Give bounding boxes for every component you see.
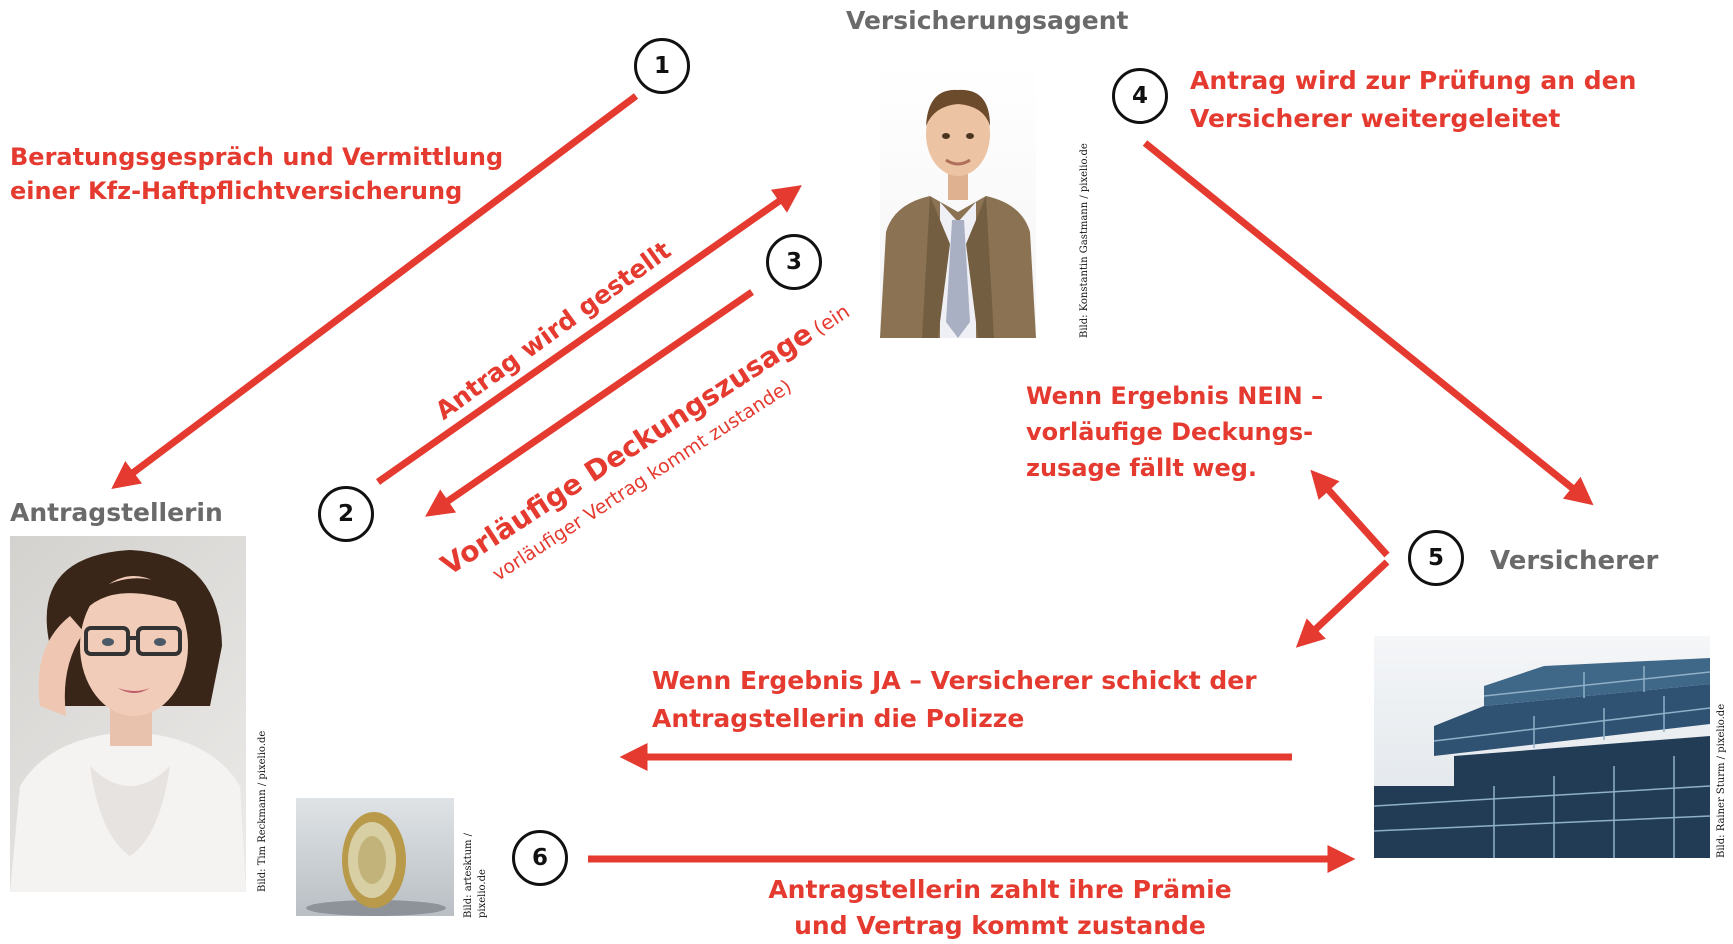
no-line2: vorläufige Deckungs- (1026, 418, 1314, 446)
arrow-yes (1295, 559, 1390, 648)
role-applicant-label: Antragstellerin (10, 498, 223, 527)
step6-text: Antragstellerin zahlt ihre Prämie und Ve… (700, 872, 1300, 944)
step1-line2: einer Kfz-Haftpflichtversicherung (10, 177, 463, 205)
no-line3: zusage fällt weg. (1026, 454, 1258, 482)
step1-line1: Beratungsgespräch und Vermittlung (10, 143, 504, 171)
step6-line2: und Vertrag kommt zustande (794, 911, 1206, 940)
agent-photo-credit: Bild: Konstantin Gastmann / pixelio.de (1079, 143, 1090, 338)
arrow-step1 (111, 93, 639, 490)
coin-photo (296, 798, 454, 916)
step4-text: Antrag wird zur Prüfung an den Versicher… (1190, 62, 1636, 138)
result-no-text: Wenn Ergebnis NEIN – vorläufige Deckungs… (1026, 378, 1323, 486)
arrow-step4 (1142, 140, 1594, 506)
coin-photo-credit-1: Bild: artesktum / (463, 832, 474, 918)
role-insurer-label: Versicherer (1490, 546, 1659, 576)
step-1-badge: 1 (634, 38, 690, 94)
insurer-photo (1374, 636, 1710, 858)
step-4-badge: 4 (1112, 68, 1168, 124)
insurer-photo-credit: Bild: Rainer Sturm / pixelio.de (1716, 703, 1727, 858)
step6-line1: Antragstellerin zahlt ihre Prämie (768, 875, 1232, 904)
applicant-photo-credit: Bild: Tim Reckmann / pixelio.de (257, 730, 268, 892)
yes-line1: Wenn Ergebnis JA – Versicherer schickt d… (652, 666, 1257, 695)
arrow-step3 (425, 289, 754, 517)
step-2-badge: 2 (318, 486, 374, 542)
arrow-no (1310, 469, 1390, 558)
agent-photo (880, 62, 1036, 338)
step-6-badge: 6 (512, 830, 568, 886)
applicant-photo (10, 536, 246, 892)
no-line1: Wenn Ergebnis NEIN – (1026, 382, 1324, 410)
step4-line1: Antrag wird zur Prüfung an den (1190, 66, 1637, 95)
yes-line2: Antragstellerin die Polizze (652, 704, 1025, 733)
step1-text: Beratungsgespräch und Vermittlung einer … (10, 140, 503, 208)
step-3-badge: 3 (766, 234, 822, 290)
result-yes-text: Wenn Ergebnis JA – Versicherer schickt d… (652, 662, 1257, 738)
step-5-badge: 5 (1408, 530, 1464, 586)
coin-photo-credit-2: pixelio.de (477, 869, 488, 918)
role-agent-label: Versicherungsagent (846, 6, 1129, 35)
step4-line2: Versicherer weitergeleitet (1190, 104, 1561, 133)
arrow-step2 (375, 185, 802, 485)
